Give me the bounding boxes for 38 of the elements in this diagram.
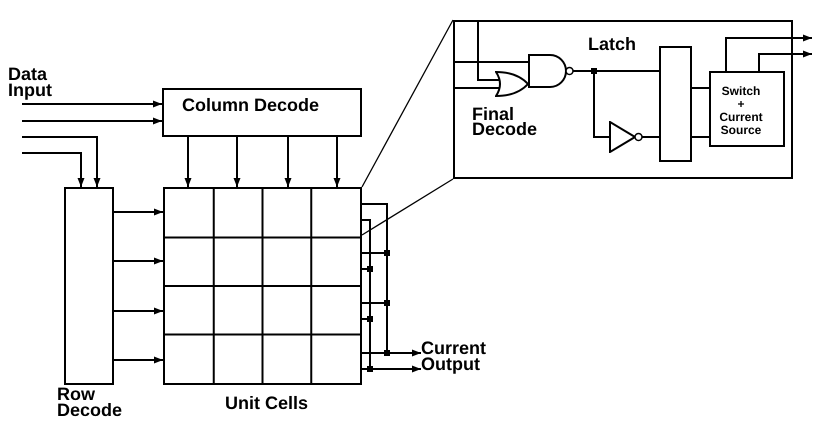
block-title: Column Decode xyxy=(182,95,320,115)
arrow xyxy=(758,50,812,71)
arrow xyxy=(22,100,162,108)
output-bus-arrow xyxy=(361,219,422,372)
wire xyxy=(477,22,500,81)
arrow xyxy=(334,137,340,187)
input-label: Data Input xyxy=(8,66,72,104)
arrow xyxy=(22,152,84,187)
arrow xyxy=(22,136,100,187)
latch-label: Latch xyxy=(588,34,636,54)
arrow xyxy=(22,118,162,124)
arrow xyxy=(284,137,292,187)
arrow xyxy=(725,34,812,71)
projection-line xyxy=(361,20,454,188)
arrow xyxy=(114,208,163,216)
switch-label: Switch + Current Source xyxy=(718,85,764,137)
array-label: Unit Cells xyxy=(225,393,308,413)
detail-frame xyxy=(453,20,793,179)
or-gate-symbol xyxy=(495,71,529,97)
wire xyxy=(642,136,659,138)
output-bus-arrow xyxy=(361,203,422,356)
inverter-symbol xyxy=(609,121,644,153)
projection-line xyxy=(362,178,454,236)
wire xyxy=(692,136,709,138)
switch-box xyxy=(709,71,785,147)
arrow xyxy=(184,137,192,187)
nand-gate-symbol xyxy=(528,54,575,88)
arrow xyxy=(114,308,163,314)
wire xyxy=(455,61,528,63)
arrow xyxy=(114,258,163,264)
arrow xyxy=(114,356,163,364)
decoder-box xyxy=(162,88,362,137)
block-label: Row Decode xyxy=(57,386,124,418)
arrow xyxy=(234,137,240,187)
logic-label: Final Decode xyxy=(472,107,538,137)
wire xyxy=(692,87,709,89)
output-label: Current Output xyxy=(421,340,495,372)
wire xyxy=(455,87,500,89)
